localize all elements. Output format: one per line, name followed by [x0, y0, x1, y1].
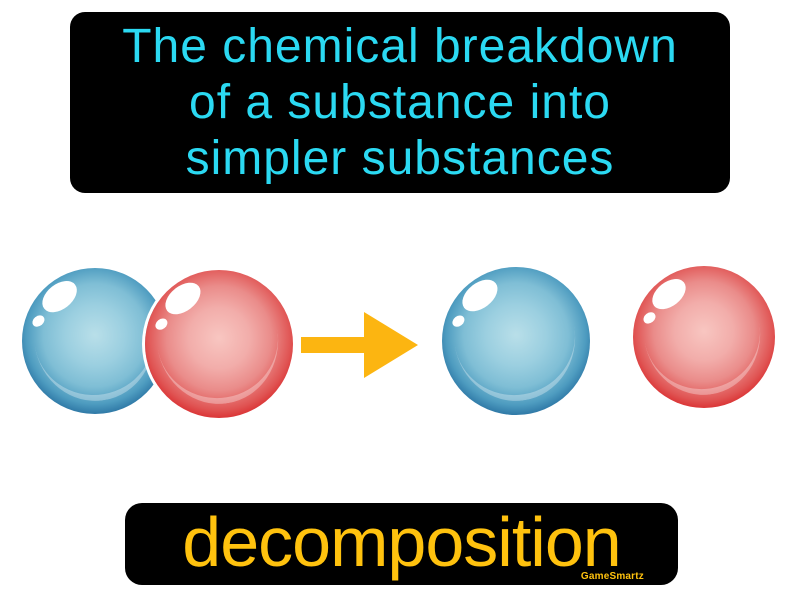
atom-bottom-sheen	[147, 265, 288, 414]
blue-atom	[22, 263, 168, 414]
atom-bottom-sheen	[24, 263, 163, 410]
definition-line-2: of a substance into	[189, 75, 611, 129]
arrow-right-shape	[301, 312, 418, 378]
red-atom	[145, 265, 293, 418]
definition-box: The chemical breakdown of a substance in…	[70, 12, 730, 193]
red-atom	[633, 261, 775, 408]
definition-line-3: simpler substances	[185, 131, 615, 185]
blue-atom	[442, 262, 590, 415]
term-label: decomposition	[182, 503, 621, 581]
arrow-right-icon	[300, 310, 420, 380]
atom-bottom-sheen	[444, 262, 585, 411]
watermark: GameSmartz	[580, 571, 644, 582]
term-box: decomposition GameSmartz	[125, 503, 678, 585]
atom-bottom-sheen	[635, 261, 770, 404]
definition-line-1: The chemical breakdown	[122, 19, 678, 73]
